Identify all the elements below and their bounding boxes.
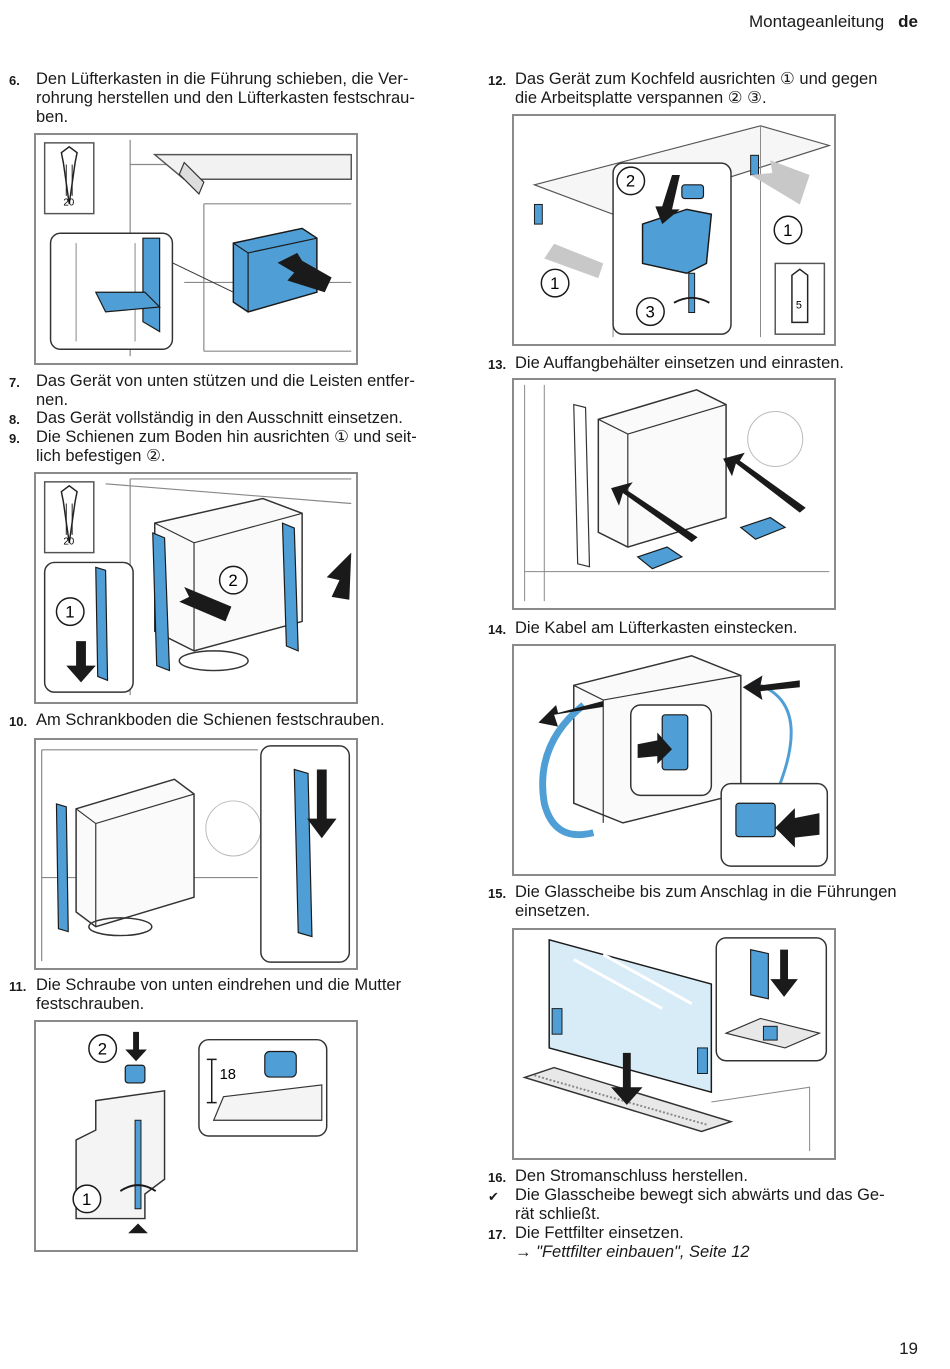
step-text: nen.	[36, 391, 69, 409]
page-header: Montageanleitung de	[749, 12, 918, 32]
step-text: Die Glasscheibe bewegt sich abwärts und …	[515, 1186, 885, 1204]
step-text: Den Lüfterkasten in die Führung schieben…	[36, 70, 409, 88]
step-text: Das Gerät von unten stützen und die Leis…	[36, 372, 415, 390]
step-number: 15.	[488, 886, 507, 901]
figure-cable-plug	[512, 644, 836, 876]
callout-2: 2	[228, 571, 237, 590]
figure-screw-nut: 2 1 18	[34, 1020, 358, 1252]
step-text: ben.	[36, 108, 69, 126]
step-number: 9.	[9, 431, 20, 446]
step-number: 10.	[9, 714, 28, 729]
torx-size-label: 20	[63, 198, 74, 209]
step-number: 11.	[9, 979, 27, 994]
step-text: Am Schrankboden die Schienen festschraub…	[36, 711, 385, 729]
step-text: einsetzen.	[515, 902, 591, 920]
step-text: Die Fettfilter einsetzen.	[515, 1224, 684, 1242]
cross-reference-link[interactable]: → "Fettfilter einbauen", Seite 12	[515, 1243, 750, 1261]
hex-key-size-label: 5	[796, 300, 802, 312]
header-title: Montageanleitung	[748, 12, 885, 31]
step-number: 12.	[488, 73, 507, 88]
step-text: Die Schraube von unten eindrehen und die…	[36, 976, 402, 994]
torx-size-label: 20	[63, 537, 74, 548]
callout-1: 1	[82, 1190, 91, 1209]
dimension-label: 18	[220, 1067, 236, 1083]
callout-3: 3	[646, 302, 655, 321]
step-text: Den Stromanschluss herstellen.	[515, 1167, 748, 1185]
callout-1: 1	[65, 602, 74, 621]
figure-fan-box-insert: 20	[34, 133, 358, 365]
figure-rails-align: 2 20 1	[34, 472, 358, 704]
step-number: 17.	[488, 1227, 507, 1242]
step-number: 13.	[488, 357, 507, 372]
step-text: rät schließt.	[515, 1205, 601, 1223]
step-text: Die Glasscheibe bis zum Anschlag in die …	[515, 883, 897, 901]
page-number: 19	[899, 1339, 918, 1358]
step-text: Die Schienen zum Boden hin ausrichten ① …	[36, 428, 417, 446]
result-check-icon: ✔	[488, 1189, 499, 1204]
step-text: lich befestigen ②.	[36, 447, 166, 465]
callout-1: 1	[550, 274, 559, 293]
step-text: festschrauben.	[36, 995, 145, 1013]
header-language: de	[898, 12, 918, 31]
step-text: Das Gerät vollständig in den Ausschnitt …	[36, 409, 403, 427]
callout-2: 2	[626, 172, 635, 191]
callout-2: 2	[98, 1039, 107, 1058]
step-text: die Arbeitsplatte verspannen ② ③.	[515, 89, 767, 107]
figure-collection-containers	[512, 378, 836, 610]
callout-1: 1	[783, 221, 792, 240]
step-number: 8.	[9, 412, 20, 427]
step-number: 14.	[488, 622, 507, 637]
step-text: rohrung herstellen und den Lüfterkasten …	[36, 89, 415, 107]
step-text: Die Kabel am Lüfterkasten einstecken.	[515, 619, 798, 637]
figure-glass-panel	[512, 928, 836, 1160]
step-text: Die Auffangbehälter einsetzen und einras…	[515, 354, 845, 372]
step-number: 7.	[9, 375, 20, 390]
step-number: 6.	[9, 73, 20, 88]
figure-align-cooktop: 1 1 2 3 5	[512, 114, 836, 346]
step-text: Das Gerät zum Kochfeld ausrichten ① und …	[515, 70, 878, 88]
step-number: 16.	[488, 1170, 507, 1185]
figure-rails-floor-screw	[34, 738, 358, 970]
